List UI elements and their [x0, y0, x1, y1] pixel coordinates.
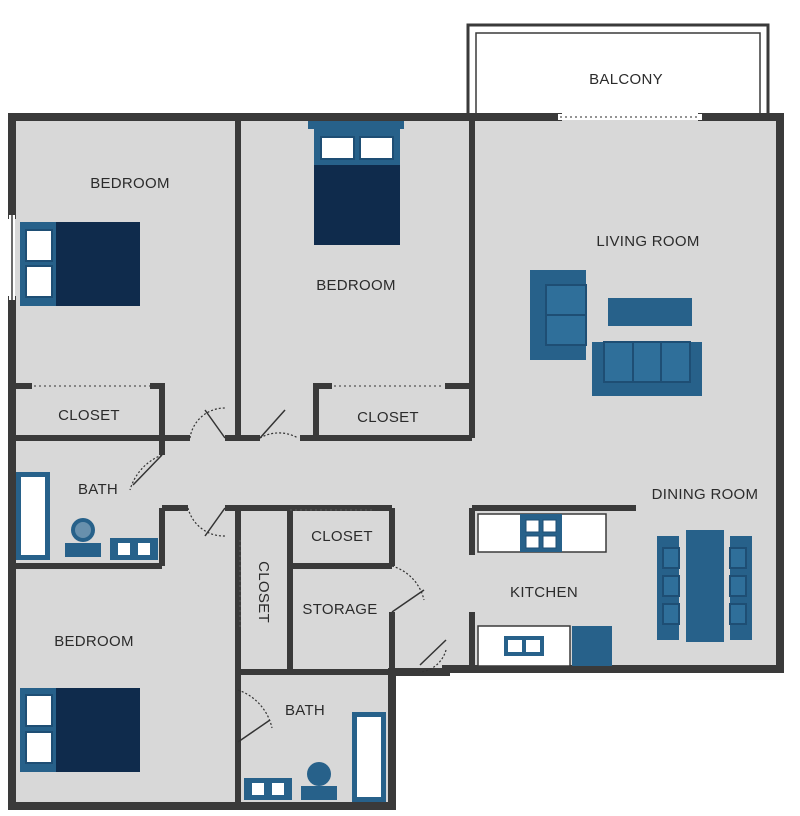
- closet-label: CLOSET: [311, 528, 373, 545]
- balcony: [466, 23, 770, 119]
- armchair-icon: [530, 270, 587, 360]
- bedroom-label: BEDROOM: [90, 175, 170, 192]
- toilet-icon: [301, 762, 337, 800]
- sink-icon: [504, 636, 544, 656]
- closet-label: CLOSET: [357, 409, 419, 426]
- refrigerator-icon: [572, 626, 612, 666]
- bathroom-sink-icon: [110, 538, 158, 560]
- kitchen-label: KITCHEN: [510, 584, 578, 601]
- bed-icon: [20, 222, 140, 306]
- sofa-icon: [592, 341, 702, 396]
- storage-label: STORAGE: [302, 601, 377, 618]
- swing-doors: [129, 407, 447, 743]
- toilet-icon: [65, 518, 101, 557]
- coffee-table-icon: [608, 298, 692, 326]
- bed-icon: [308, 121, 404, 245]
- bedroom-label: BEDROOM: [54, 633, 134, 650]
- bathtub-icon: [16, 472, 50, 560]
- dining-table-icon: [657, 530, 752, 642]
- exterior-walls: [8, 113, 784, 810]
- room-labels: BALCONY BEDROOM BEDROOM LIVING ROOM CLOS…: [54, 71, 758, 719]
- closet-label: CLOSET: [255, 561, 272, 623]
- balcony-label: BALCONY: [589, 71, 663, 88]
- dining-room-label: DINING ROOM: [652, 486, 759, 503]
- bed-icon: [20, 688, 140, 772]
- interior-walls: [12, 117, 636, 806]
- closet-doors: [34, 385, 444, 628]
- bedroom-label: BEDROOM: [316, 277, 396, 294]
- bath-label: BATH: [78, 481, 118, 498]
- bathtub-icon: [352, 712, 386, 802]
- closet-label: CLOSET: [58, 407, 120, 424]
- living-room-label: LIVING ROOM: [596, 233, 699, 250]
- bath-label: BATH: [285, 702, 325, 719]
- bathroom-sink-icon: [244, 778, 292, 800]
- stove-icon: [520, 514, 562, 552]
